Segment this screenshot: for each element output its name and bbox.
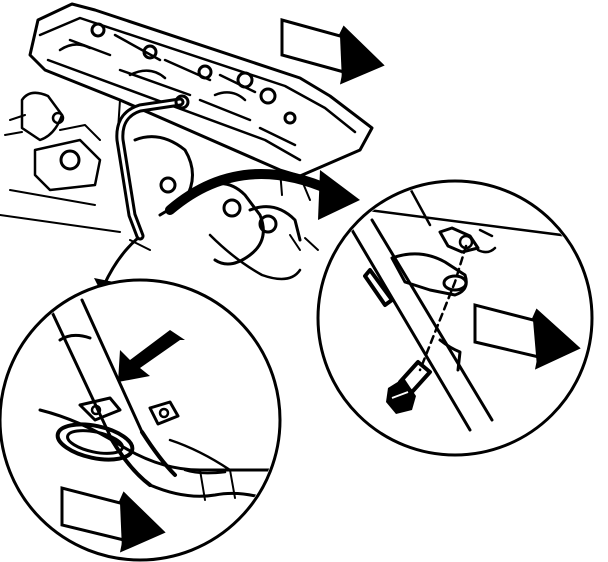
tube-bracket — [390, 252, 468, 297]
forward-arrow-right-detail — [473, 303, 581, 370]
forward-arrow-left-detail — [60, 486, 166, 553]
forward-arrow-top — [280, 18, 385, 85]
insert-arrow — [118, 330, 185, 382]
engine-illustration — [0, 2, 374, 281]
valve-cover — [28, 2, 374, 178]
exhaust-manifold — [133, 135, 319, 281]
dipstick-tube-detail — [0, 278, 282, 562]
bolt — [386, 360, 432, 414]
bracket-bolt-detail — [316, 179, 594, 457]
gasket — [55, 422, 135, 462]
engine-accessories — [4, 91, 102, 192]
callout-arrow-right — [165, 169, 360, 220]
valve-cover-bolts — [58, 22, 297, 147]
dipstick-tube — [115, 94, 190, 241]
